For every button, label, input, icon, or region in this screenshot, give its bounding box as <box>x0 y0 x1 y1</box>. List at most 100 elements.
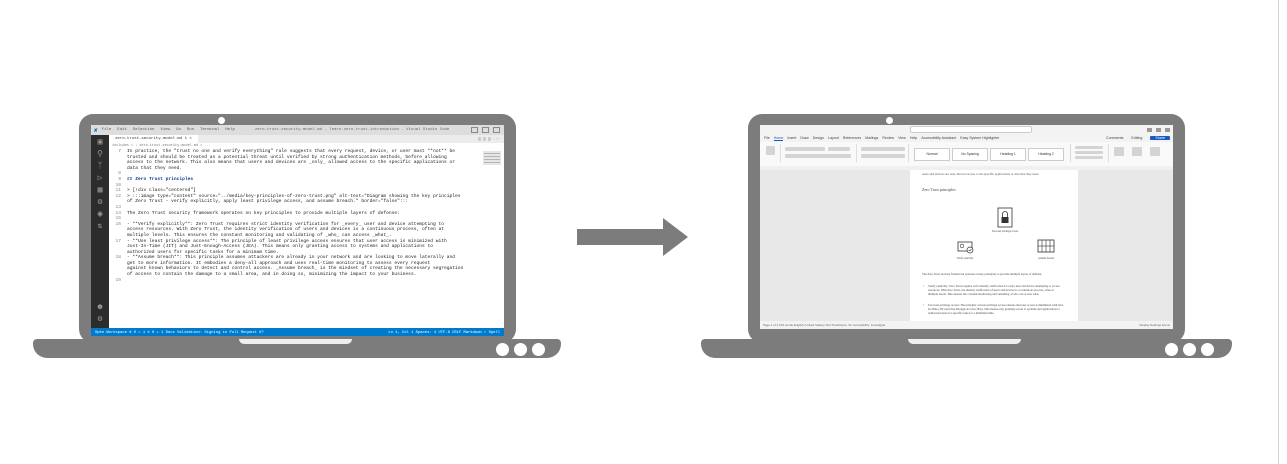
account-icon[interactable]: ☻ <box>97 303 103 312</box>
menu-item-run[interactable]: Run <box>186 128 195 132</box>
code-line[interactable]: 15 <box>109 216 482 222</box>
font-group[interactable] <box>782 144 857 162</box>
ribbon-tab-design[interactable]: Design <box>812 136 824 140</box>
ruler[interactable] <box>760 166 1173 170</box>
share-button[interactable]: Share <box>1150 136 1170 140</box>
ribbon-tab-draw[interactable]: Draw <box>800 136 809 140</box>
addins-group[interactable] <box>1110 144 1170 162</box>
search-icon[interactable]: ⚲ <box>97 150 103 159</box>
intro-paragraph: The Zero Trust security framework operat… <box>922 272 1042 276</box>
ribbon-tab-help[interactable]: Help <box>909 136 918 140</box>
explorer-icon[interactable]: ▣ <box>97 138 103 147</box>
ribbon-tab-view[interactable]: View <box>898 136 906 140</box>
code-line[interactable]: access to the network. This also means t… <box>109 160 482 166</box>
style-no-spacing[interactable]: No Spacing <box>952 148 988 161</box>
code-line[interactable]: 10 <box>109 183 482 189</box>
style-heading-1[interactable]: Heading 1 <box>990 148 1026 161</box>
line-text: multiple levels. This ensures the consta… <box>127 232 392 238</box>
ribbon-tab-accessibility-assistant[interactable]: Accessibility Assistant <box>921 136 957 140</box>
right-laptop-base <box>701 339 1232 358</box>
line-text: of Zero Trust - verify explicitly, apply… <box>127 199 409 205</box>
code-line[interactable]: 8 <box>109 171 482 177</box>
window-controls[interactable] <box>471 127 500 133</box>
github-icon[interactable]: ◉ <box>97 210 103 219</box>
extensions-icon[interactable]: ▦ <box>97 186 103 195</box>
line-number: 12 <box>115 193 121 199</box>
bullet-least-privilege: Use least privilege access: The principl… <box>923 303 1064 315</box>
code-line[interactable]: 17- **Use least privilege access**: The … <box>109 239 482 245</box>
remote-icon[interactable]: ⚙ <box>97 198 103 207</box>
code-line[interactable]: 9## Zero Trust principles <box>109 177 482 183</box>
code-line[interactable]: against known behaviors to detect and co… <box>109 266 482 272</box>
line-text: - **Assume breach**: This principle assu… <box>127 255 456 261</box>
clipboard-group[interactable] <box>762 144 781 162</box>
right-laptop-camera <box>886 117 893 124</box>
code-line[interactable]: 19 <box>109 278 482 284</box>
code-line[interactable]: get to more information. It embodies a d… <box>109 261 482 267</box>
code-line[interactable]: access resources. With Zero Trust, the i… <box>109 227 482 233</box>
ribbon-tab-home[interactable]: Home <box>773 135 784 141</box>
editor-actions[interactable]: ◫ ◫ ◫ ··· <box>478 138 500 142</box>
status-left[interactable]: Page 1 of 2 531 words English (United St… <box>763 323 886 327</box>
vscode-logo-icon: ✘ <box>94 126 98 134</box>
code-line[interactable]: of Zero Trust - verify explicitly, apply… <box>109 199 482 205</box>
menu-item-view[interactable]: View <box>160 128 171 132</box>
status-left[interactable]: Open Workspace ⊗ 0 ⚠ 1 ⊙ 0 ⚠ 1 Docs Vali… <box>95 331 264 335</box>
editing-button[interactable]: Editing <box>1131 136 1143 140</box>
ribbon-tab-file[interactable]: File <box>764 136 770 140</box>
code-line[interactable]: Just-In-Time (JIT) and Just-Enough-Acces… <box>109 244 482 250</box>
code-line[interactable]: of access to contain the damage to a sma… <box>109 272 482 278</box>
comments-button[interactable]: Comments <box>1106 136 1124 140</box>
menu-item-file[interactable]: File <box>101 128 112 132</box>
run-debug-icon[interactable]: ▷ <box>97 174 103 183</box>
left-laptop-dot-3 <box>532 343 545 356</box>
window-controls[interactable] <box>1147 127 1170 132</box>
ribbon-tab-insert[interactable]: Insert <box>787 136 797 140</box>
settings-gear-icon[interactable]: ⚙ <box>97 315 103 324</box>
status-right[interactable]: Ln 1, Col 1 Spaces: 4 UTF-8 CRLF Markdow… <box>388 331 500 335</box>
document-page[interactable]: users and devices are only allowed acces… <box>910 170 1078 321</box>
ribbon-tab-mailings[interactable]: Mailings <box>865 136 879 140</box>
menu-item-selection[interactable]: Selection <box>132 128 155 132</box>
code-line[interactable]: 11> [!div class="centered"] <box>109 188 482 194</box>
minimap[interactable] <box>483 151 501 165</box>
zero-trust-diagram <box>957 207 1055 254</box>
style-heading-2[interactable]: Heading 2 <box>1028 148 1064 161</box>
code-line[interactable]: trusted and should be treated as a poten… <box>109 155 482 161</box>
style-normal[interactable]: Normal <box>914 148 950 161</box>
vscode-menu-bar[interactable]: File Edit Selection View Go Run Terminal Help <box>102 128 241 132</box>
breadcrumb[interactable]: includes > ↓ zero-trust-security-model.m… <box>112 144 211 148</box>
code-line[interactable]: authorized users for specific tasks for … <box>109 250 482 256</box>
paragraph-group[interactable] <box>858 144 909 162</box>
ribbon-tab-references[interactable]: References <box>842 136 862 140</box>
code-line[interactable]: 16- **Verify explicitly**: Zero Trust re… <box>109 222 482 228</box>
line-number: 16 <box>115 221 121 227</box>
editing-group[interactable] <box>1072 144 1109 162</box>
code-line[interactable]: 12> :::image type="content" source="../m… <box>109 194 482 200</box>
pull-request-icon[interactable]: ⇅ <box>97 222 103 231</box>
menu-item-go[interactable]: Go <box>176 128 181 132</box>
status-right[interactable]: Display Settings Focus <box>1139 323 1170 327</box>
code-line[interactable]: data that they need. <box>109 166 482 172</box>
editor-tab[interactable]: zero-trust-security-model.md 1 × <box>109 135 198 143</box>
code-line[interactable]: 13 <box>109 205 482 211</box>
menu-item-terminal[interactable]: Terminal <box>200 128 220 132</box>
left-laptop-camera <box>218 117 225 124</box>
ribbon-tab-layout[interactable]: Layout <box>827 136 839 140</box>
ribbon-tab-easy-system-highlighter[interactable]: Easy System Highlighter <box>960 136 1000 140</box>
code-line[interactable]: multiple levels. This ensures the consta… <box>109 233 482 239</box>
source-control-icon[interactable]: ᛉ <box>97 162 103 171</box>
line-text: In practice, the "trust no one and verif… <box>127 149 456 154</box>
menu-item-help[interactable]: Help <box>225 128 235 132</box>
menu-item-edit[interactable]: Edit <box>117 128 127 132</box>
ribbon-tab-review[interactable]: Review <box>882 136 895 140</box>
search-box[interactable] <box>910 126 1032 133</box>
code-line[interactable]: 18- **Assume breach**: This principle as… <box>109 255 482 261</box>
page-top-text: users and devices are only allowed acces… <box>922 172 1040 176</box>
line-text: - **Use least privilege access**: The pr… <box>127 238 447 244</box>
